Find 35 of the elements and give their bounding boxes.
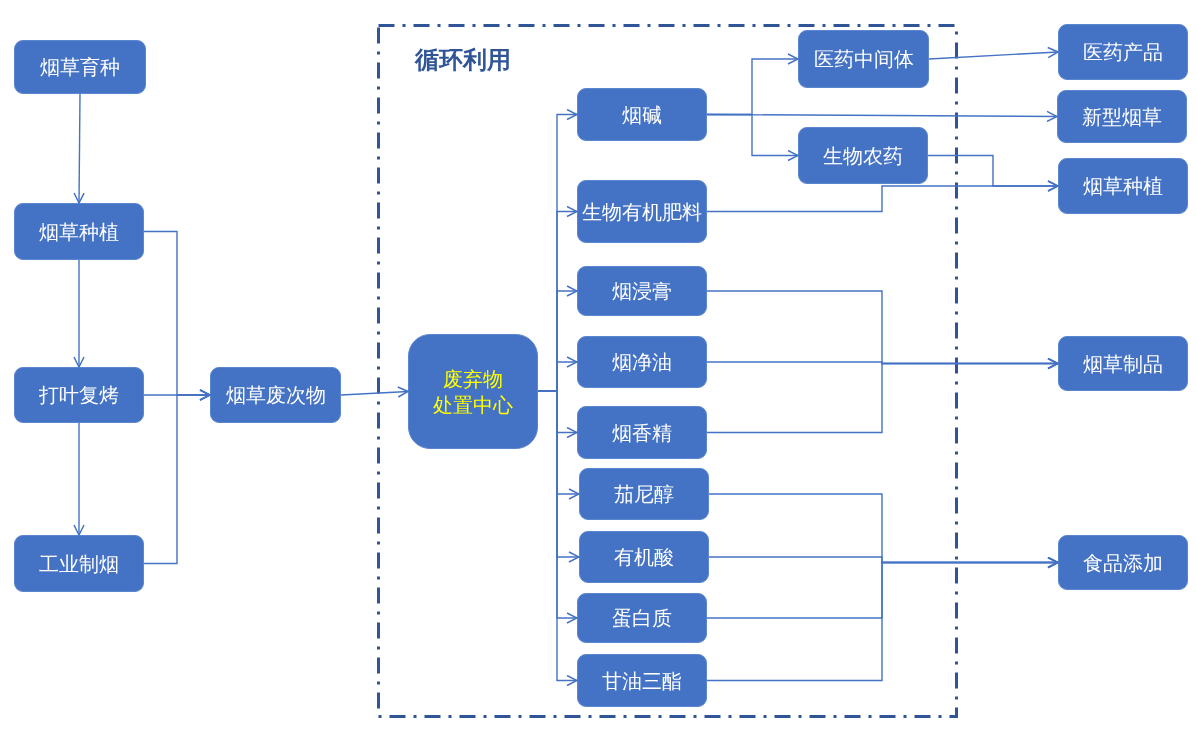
process-box: 烟净油: [577, 336, 707, 388]
process-box: 烟草种植: [14, 203, 144, 260]
arrow: [340, 386, 409, 398]
arrow: [73, 259, 85, 368]
process-box: 工业制烟: [14, 535, 144, 592]
frame-heading: 循环利用: [415, 45, 511, 76]
process-box: 烟浸膏: [577, 266, 707, 316]
arrow: [537, 390, 578, 687]
process-box: 烟碱: [577, 88, 707, 141]
arrow: [706, 556, 1059, 682]
process-box: 食品添加: [1058, 535, 1188, 590]
process-box: 烟草育种: [14, 40, 146, 94]
dashed-frame: [377, 24, 958, 718]
process-box: 生物农药: [798, 127, 928, 184]
arrow: [143, 389, 211, 565]
process-box: 医药中间体: [798, 30, 929, 88]
arrow: [928, 46, 1059, 60]
arrow: [706, 357, 1059, 434]
process-box: 烟香精: [577, 406, 707, 459]
process-box: 烟草废次物: [210, 367, 341, 423]
arrow: [73, 422, 85, 536]
process-box: 医药产品: [1058, 24, 1188, 80]
hub-box: 废弃物处置中心: [408, 334, 538, 449]
arrow: [73, 93, 85, 204]
process-box: 打叶复烤: [14, 367, 144, 423]
arrow: [706, 110, 1058, 123]
process-box: 烟草种植: [1058, 158, 1188, 214]
process-box: 烟草制品: [1058, 336, 1188, 391]
process-box: 生物有机肥料: [577, 180, 707, 243]
process-box: 有机酸: [579, 531, 709, 583]
arrow: [706, 180, 1059, 213]
process-box: 甘油三酯: [577, 654, 707, 707]
process-box: 茄尼醇: [579, 468, 709, 520]
process-box: 蛋白质: [577, 593, 707, 643]
process-box: 新型烟草: [1057, 90, 1187, 143]
